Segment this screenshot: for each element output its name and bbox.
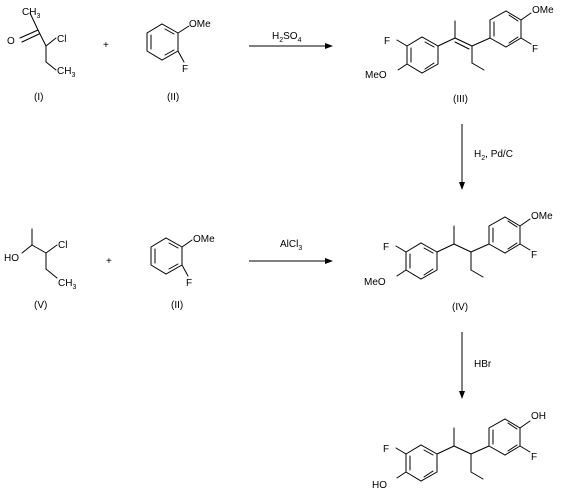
compound-II-bottom-structure: OMe F (II) (150, 234, 215, 311)
hydrogenation-arrow: H2, Pd/C (459, 124, 513, 190)
compound-I-methyl: CH3 (22, 7, 40, 20)
compound-III-left-fluorine: F (384, 36, 390, 47)
compound-II-bottom-methoxy: OMe (193, 234, 215, 245)
compound-II-top-methoxy: OMe (189, 19, 211, 30)
compound-II-top-structure: OMe F (II) (146, 19, 211, 103)
plus-sign-bottom: + (106, 256, 112, 267)
friedel-crafts-arrow: AlCl3 (249, 239, 333, 264)
compound-I-carbonyl-oxygen: O (7, 36, 15, 47)
compound-IV-right-methoxy: OMe (531, 211, 553, 222)
compound-III-left-methoxy: MeO (365, 70, 387, 81)
compound-II-top-label: (II) (167, 92, 179, 103)
hydrogenation-reagent: H2, Pd/C (474, 149, 513, 162)
compound-III-structure: F MeO OMe F (III) (365, 5, 554, 105)
top-arrow-reagent: H2SO4 (272, 31, 302, 44)
compound-IV-structure: F MeO OMe F (IV) (364, 211, 553, 313)
compound-I-ethyl-methyl: CH3 (57, 66, 75, 79)
compound-I-structure: O Cl CH3 CH3 (I) (7, 7, 75, 103)
compound-V-hydroxyl: HO (4, 253, 19, 264)
compound-IV-left-methoxy: MeO (364, 277, 386, 288)
compound-V-chlorine: Cl (58, 240, 67, 251)
compound-IV-label: (IV) (452, 302, 468, 313)
compound-III-right-fluorine: F (532, 44, 538, 55)
compound-V-methyl: CH3 (58, 278, 76, 291)
top-reaction-arrow: H2SO4 (249, 31, 333, 49)
compound-II-bottom-label: (II) (171, 300, 183, 311)
compound-II-top-fluorine: F (182, 64, 188, 75)
compound-IV-right-fluorine: F (531, 250, 537, 261)
final-left-hydroxyl: HO (372, 480, 387, 491)
demethylation-arrow: HBr (459, 332, 492, 399)
compound-IV-left-fluorine: F (383, 242, 389, 253)
compound-I-chlorine: Cl (57, 34, 66, 45)
compound-I-label: (I) (34, 92, 43, 103)
compound-III-label: (III) (453, 94, 468, 105)
final-left-fluorine: F (383, 444, 389, 455)
final-right-fluorine: F (531, 452, 537, 463)
plus-sign-top: + (103, 40, 109, 51)
demethylation-reagent: HBr (474, 359, 492, 370)
compound-III-right-methoxy: OMe (532, 5, 554, 16)
compound-II-bottom-fluorine: F (186, 278, 192, 289)
friedel-crafts-reagent: AlCl3 (280, 239, 302, 252)
final-product-structure: F HO OH F (372, 411, 546, 491)
final-right-hydroxyl: OH (531, 411, 546, 422)
compound-V-structure: HO Cl CH3 (V) (4, 228, 76, 311)
compound-V-label: (V) (34, 300, 47, 311)
